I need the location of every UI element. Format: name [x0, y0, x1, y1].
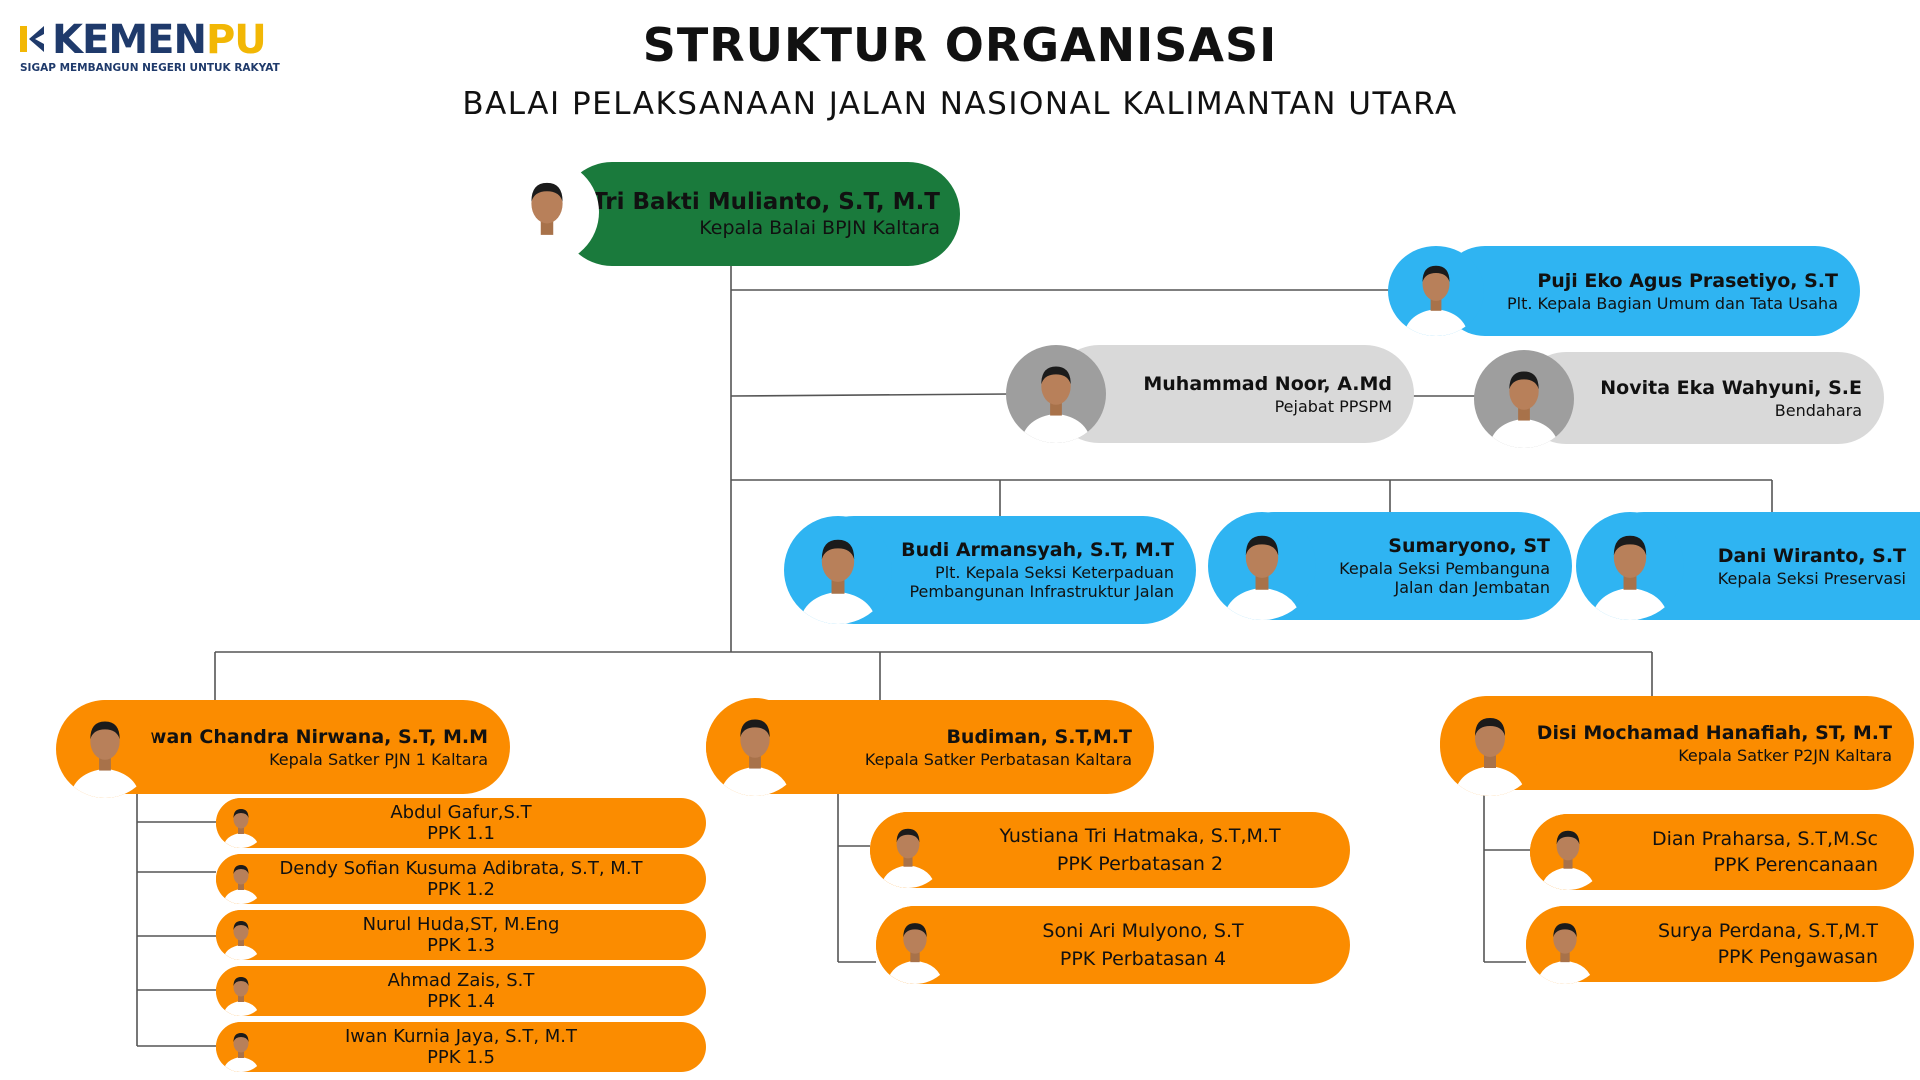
person-name: Dian Praharsa, S.T,M.Sc	[1651, 828, 1878, 850]
person-avatar-icon	[223, 865, 259, 904]
person-name: Muhammad Noor, A.Md	[1143, 372, 1392, 395]
person-avatar-icon	[1488, 371, 1560, 448]
photo-ppk-pengawasan	[1526, 906, 1604, 984]
photo-ppk-1-2	[216, 854, 266, 904]
photo-ppk-1-5	[216, 1022, 266, 1072]
photo-seksi-keterpaduan	[784, 516, 892, 624]
person-name: Novita Eka Wahyuni, S.E	[1600, 376, 1862, 399]
photo-satker-perbatasan	[706, 698, 804, 796]
photo-bendahara	[1474, 350, 1574, 448]
person-avatar-icon	[223, 921, 259, 960]
person-role: PPK 1.2	[427, 879, 495, 900]
person-name: Abdul Gafur,S.T	[390, 802, 532, 823]
person-name: Iwan Kurnia Jaya, S.T, M.T	[344, 1026, 578, 1047]
person-role: PPK Perbatasan 2	[1056, 853, 1224, 875]
card-bendahara: Novita Eka Wahyuni, S.E Bendahara	[1520, 352, 1884, 444]
card-ppspm: Muhammad Noor, A.Md Pejabat PPSPM	[1050, 345, 1414, 443]
person-role: Kepala Seksi Pembanguna	[1339, 559, 1550, 578]
person-avatar-icon	[223, 1033, 259, 1072]
photo-ppspm	[1006, 345, 1106, 443]
person-role: PPK 1.3	[427, 935, 495, 956]
person-name: Surya Perdana, S.T,M.T	[1657, 920, 1878, 942]
person-role: Kepala Balai BPJN Kaltara	[699, 217, 940, 239]
person-avatar-icon	[1454, 718, 1526, 796]
person-avatar-icon	[223, 977, 259, 1016]
logo-tagline: SIGAP MEMBANGUN NEGERI UNTUK RAKYAT	[20, 62, 280, 74]
photo-seksi-pembangunan	[1208, 512, 1316, 620]
card-ppk-perbatasan-4: Soni Ari Mulyono, S.T PPK Perbatasan 4	[876, 906, 1350, 984]
photo-ppk-perencanaan	[1530, 814, 1606, 890]
photo-satker-pjn1	[56, 700, 154, 798]
person-name: Dendy Sofian Kusuma Adibrata, S.T, M.T	[279, 858, 643, 879]
person-role: PPK 1.4	[427, 991, 495, 1012]
card-bagian-umum: Puji Eko Agus Prasetiyo, S.T Plt. Kepala…	[1440, 246, 1860, 336]
person-role: PPK 1.5	[427, 1047, 495, 1068]
person-name: Sumaryono, ST	[1388, 535, 1550, 557]
person-avatar-icon	[1223, 535, 1301, 620]
person-name: Yustiana Tri Hatmaka, S.T,M.T	[999, 825, 1281, 847]
photo-ppk-1-4	[216, 966, 266, 1016]
connector-line	[730, 393, 1011, 397]
photo-satker-p2jn	[1440, 696, 1540, 796]
person-role-line2: Jalan dan Jembatan	[1394, 578, 1550, 597]
page-title: STRUKTUR ORGANISASI	[642, 18, 1278, 72]
person-role: Kepala Satker Perbatasan Kaltara	[864, 749, 1132, 769]
person-name: Tri Bakti Mulianto, S.T, M.T	[592, 189, 940, 215]
person-name: Ahmad Zais, S.T	[387, 970, 535, 991]
photo-seksi-preservasi	[1576, 512, 1684, 620]
person-name: Disi Mochamad Hanafiah, ST, M.T	[1536, 721, 1892, 744]
person-role: Kepala Seksi Preservasi	[1717, 568, 1906, 588]
person-avatar-icon	[1403, 265, 1469, 336]
person-role: PPK Perencanaan	[1713, 854, 1878, 876]
person-avatar-icon	[799, 539, 877, 624]
page-subtitle: BALAI PELAKSANAAN JALAN NASIONAL KALIMAN…	[462, 86, 1458, 122]
person-avatar-icon	[886, 923, 944, 984]
photo-ppk-1-3	[216, 910, 266, 960]
person-role: PPK Perbatasan 4	[1059, 948, 1227, 970]
person-avatar-icon	[1591, 535, 1669, 620]
photo-ppk-1-1	[216, 798, 266, 848]
card-ppk-perbatasan-2: Yustiana Tri Hatmaka, S.T,M.T PPK Perbata…	[870, 812, 1350, 888]
person-role: Bendahara	[1774, 400, 1862, 420]
person-role: PPK 1.1	[427, 823, 495, 844]
person-name: Nurul Huda,ST, M.Eng	[362, 914, 560, 935]
person-avatar-icon	[509, 182, 585, 264]
person-name: Puji Eko Agus Prasetiyo, S.T	[1537, 269, 1838, 292]
person-name: Dani Wiranto, S.T	[1717, 544, 1906, 567]
person-role: Pejabat PPSPM	[1274, 396, 1392, 416]
person-role: Kepala Satker P2JN Kaltara	[1678, 745, 1892, 765]
person-role: PPK Pengawasan	[1717, 946, 1878, 968]
person-role: Plt. Kepala Seksi Keterpaduan	[935, 563, 1174, 582]
person-avatar-icon	[69, 721, 141, 798]
person-name: Irwan Chandra Nirwana, S.T, M.M	[132, 725, 488, 748]
person-avatar-icon	[223, 809, 259, 848]
photo-ppk-perbatasan-2	[870, 812, 946, 888]
person-role: Kepala Satker PJN 1 Kaltara	[269, 749, 488, 769]
person-avatar-icon	[719, 719, 791, 796]
card-kepala-balai: Tri Bakti Mulianto, S.T, M.T Kepala Bala…	[560, 162, 960, 266]
person-name: Budi Armansyah, S.T, M.T	[901, 539, 1174, 561]
person-avatar-icon	[1536, 923, 1594, 984]
person-role-line2: Pembangunan Infrastruktur Jalan	[909, 582, 1174, 601]
photo-ppk-perbatasan-4	[876, 906, 954, 984]
person-name: Budiman, S.T,M.T	[946, 725, 1132, 748]
photo-bagian-umum	[1388, 246, 1484, 336]
person-avatar-icon	[1540, 830, 1596, 890]
person-avatar-icon	[880, 828, 936, 888]
kemenpu-logo-icon	[20, 26, 44, 52]
person-role: Plt. Kepala Bagian Umum dan Tata Usaha	[1507, 293, 1838, 313]
person-name: Soni Ari Mulyono, S.T	[1042, 920, 1244, 942]
logo-brand: KEMENPU	[52, 17, 267, 63]
kemenpu-logo: KEMENPU SIGAP MEMBANGUN NEGERI UNTUK RAK…	[18, 18, 318, 78]
photo-kepala-balai	[495, 160, 599, 264]
person-avatar-icon	[1020, 366, 1092, 443]
